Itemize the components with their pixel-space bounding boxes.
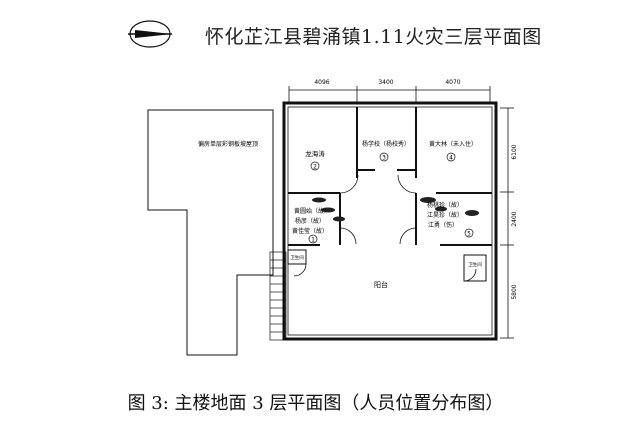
north-arrow-icon xyxy=(128,20,172,48)
room-4: 黄大林（未入住） 4 xyxy=(429,140,477,162)
room-1-occupant-1: 黄圆始（故） xyxy=(294,207,330,215)
room-4-occupant: 黄大林（未入住） xyxy=(429,140,477,148)
room-1-occupant-2: 杨彦（故） xyxy=(295,217,325,225)
room-2-number: 2 xyxy=(313,164,317,171)
dim-top-2: 3400 xyxy=(378,79,393,86)
annex-label: 偏房单层彩钢板坡屋顶 xyxy=(198,140,258,148)
room-2-occupant: 龙海涛 xyxy=(305,149,325,158)
victim-markers xyxy=(312,197,479,222)
room-5: 杨桃珍（故） 江昊珍（故） 江勇（伤） 5 xyxy=(427,201,474,238)
right-dimension-line xyxy=(500,107,514,339)
room-3: 杨学校（杨校秀） 3 xyxy=(362,140,410,162)
top-dimension-line xyxy=(288,86,491,103)
dim-right-2: 2400 xyxy=(511,211,518,226)
wc-label-right: 卫生间 xyxy=(468,261,482,268)
balcony-label: 阳台 xyxy=(374,280,388,289)
room-1-occupant-3: 黄佳莹（故） xyxy=(292,227,328,235)
room-4-number: 4 xyxy=(449,155,453,162)
room-5-occupant-2: 江昊珍（故） xyxy=(427,211,463,219)
room-3-occupant: 杨学校（杨校秀） xyxy=(362,140,410,148)
room-2: 龙海涛 2 xyxy=(305,149,325,171)
room-5-number: 5 xyxy=(467,231,471,238)
wc-label-left: 卫生间 xyxy=(290,254,304,261)
room-1-number: 1 xyxy=(311,237,315,244)
door-swings xyxy=(293,174,477,282)
building-outline xyxy=(282,101,498,341)
room-3-number: 3 xyxy=(382,155,386,162)
interior-walls xyxy=(287,107,492,282)
room-1: 黄圆始（故） 杨彦（故） 黄佳莹（故） 1 xyxy=(292,207,330,244)
dim-right-3: 5800 xyxy=(511,284,518,299)
plan-title: 怀化芷江县碧涌镇1.11火灾三层平面图 xyxy=(205,26,542,48)
dim-top-1: 4096 xyxy=(314,79,329,86)
room-5-occupant-3: 江勇（伤） xyxy=(428,221,458,229)
dim-top-3: 4070 xyxy=(445,79,460,86)
annex-roof xyxy=(147,109,274,356)
room-5-occupant-1: 杨桃珍（故） xyxy=(427,201,463,209)
figure-caption: 图 3: 主楼地面 3 层平面图（人员位置分布图） xyxy=(127,393,504,414)
dim-right-1: 6100 xyxy=(511,144,518,159)
